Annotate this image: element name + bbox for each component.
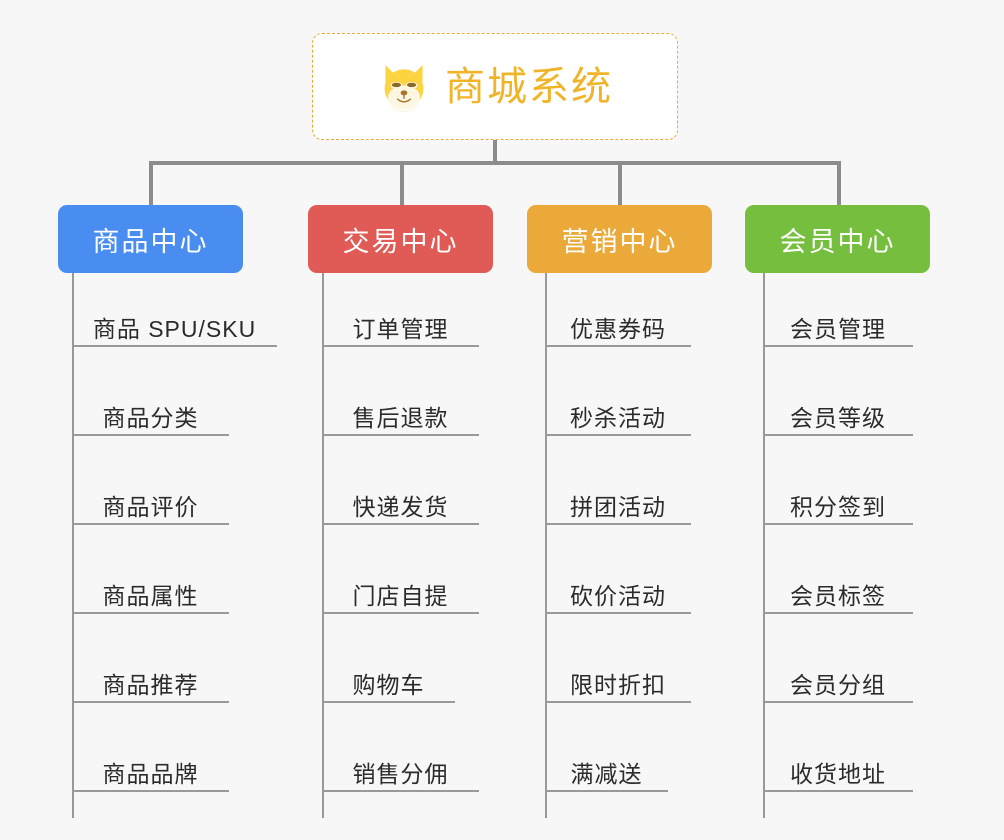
connector-drop-branch-2 [400,161,404,207]
leaf-item-label: 商品品牌 [102,760,199,787]
leaf-item-label: 门店自提 [352,582,449,609]
leaf-item-label: 售后退款 [352,404,449,431]
branch-header-营销中心[interactable]: 营销中心 [527,205,712,273]
leaf-item[interactable]: 会员管理 [763,273,913,347]
leaf-item[interactable]: 收货地址 [763,718,913,792]
leaf-item[interactable]: 商品分类 [72,362,229,436]
leaf-item[interactable]: 商品 SPU/SKU [72,273,277,347]
leaf-item[interactable]: 积分签到 [763,451,913,525]
leaf-item-label: 会员等级 [790,404,886,431]
leaf-item[interactable]: 销售分佣 [322,718,479,792]
leaf-item-label: 销售分佣 [352,760,449,787]
leaf-item[interactable]: 满减送 [545,718,668,792]
leaf-item-label: 限时折扣 [570,671,666,698]
branch-spine [322,273,324,818]
leaf-item[interactable]: 商品推荐 [72,629,229,703]
leaf-item-label: 满减送 [570,760,643,787]
leaf-item-label: 优惠券码 [570,315,666,342]
leaf-item-label: 快递发货 [352,493,449,520]
leaf-item-label: 砍价活动 [570,582,666,609]
leaf-item[interactable]: 商品品牌 [72,718,229,792]
branch-spine [545,273,547,818]
leaf-item-label: 拼团活动 [570,493,666,520]
leaf-item-label: 积分签到 [790,493,886,520]
branch-header-交易中心[interactable]: 交易中心 [308,205,493,273]
leaf-item[interactable]: 拼团活动 [545,451,691,525]
branch-spine [763,273,765,818]
leaf-item-label: 商品分类 [102,404,199,431]
branch-header-label: 交易中心 [342,226,459,257]
leaf-item-label: 会员标签 [790,582,886,609]
leaf-item-label: 商品推荐 [102,671,199,698]
leaf-item[interactable]: 限时折扣 [545,629,691,703]
leaf-item[interactable]: 门店自提 [322,540,479,614]
branch-spine [72,273,74,818]
root-title: 商城系统 [445,64,613,109]
leaf-item[interactable]: 砍价活动 [545,540,691,614]
leaf-item-label: 商品 SPU/SKU [92,315,257,342]
leaf-item[interactable]: 优惠券码 [545,273,691,347]
leaf-item-label: 购物车 [352,671,425,698]
branch-header-会员中心[interactable]: 会员中心 [745,205,930,273]
leaf-item[interactable]: 购物车 [322,629,455,703]
branch-header-商品中心[interactable]: 商品中心 [58,205,243,273]
leaf-item-label: 会员分组 [790,671,886,698]
leaf-item[interactable]: 会员等级 [763,362,913,436]
leaf-item[interactable]: 售后退款 [322,362,479,436]
branch-header-label: 营销中心 [561,226,678,257]
shiba-dog-icon [384,64,424,112]
leaf-item-label: 商品属性 [102,582,199,609]
leaf-item[interactable]: 快递发货 [322,451,479,525]
leaf-item-label: 收货地址 [790,760,886,787]
branch-header-label: 会员中心 [779,226,896,257]
connector-horizontal-bus [151,161,841,165]
connector-drop-branch-1 [149,161,153,207]
root-node[interactable]: 商城系统 [312,33,678,140]
leaf-item[interactable]: 秒杀活动 [545,362,691,436]
leaf-item[interactable]: 会员分组 [763,629,913,703]
leaf-item-label: 会员管理 [790,315,886,342]
connector-root-trunk [493,140,497,165]
branch-header-label: 商品中心 [92,226,209,257]
leaf-item[interactable]: 商品属性 [72,540,229,614]
connector-drop-branch-3 [618,161,622,207]
leaf-item[interactable]: 订单管理 [322,273,479,347]
leaf-item[interactable]: 会员标签 [763,540,913,614]
leaf-item-label: 商品评价 [102,493,199,520]
leaf-item[interactable]: 商品评价 [72,451,229,525]
connector-drop-branch-4 [837,161,841,207]
leaf-item-label: 订单管理 [352,315,449,342]
leaf-item-label: 秒杀活动 [570,404,666,431]
